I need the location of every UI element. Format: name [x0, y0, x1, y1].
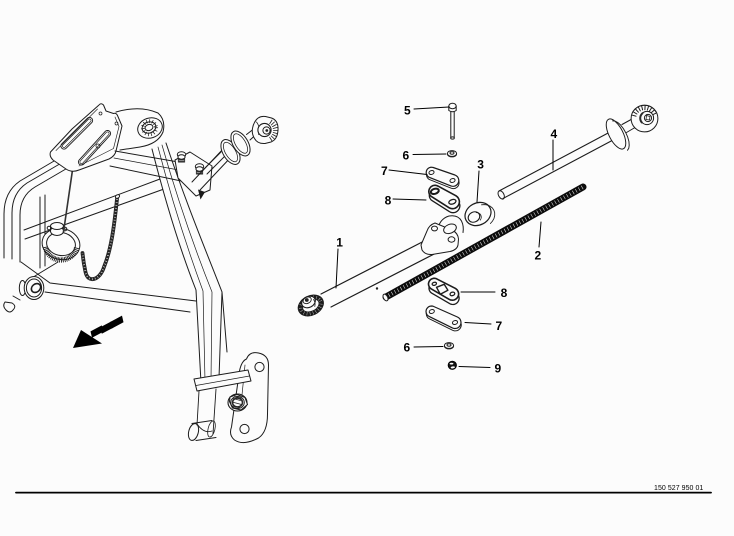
- svg-text:8: 8: [501, 286, 508, 300]
- svg-text:9: 9: [495, 362, 502, 376]
- svg-text:2: 2: [535, 249, 542, 263]
- svg-text:4: 4: [551, 127, 558, 141]
- svg-text:8: 8: [385, 193, 392, 207]
- svg-text:6: 6: [403, 149, 410, 163]
- svg-text:7: 7: [381, 164, 388, 178]
- svg-text:7: 7: [496, 319, 503, 333]
- svg-text:6: 6: [404, 341, 411, 355]
- svg-text:3: 3: [477, 157, 484, 171]
- svg-text:150 527 950 01: 150 527 950 01: [654, 485, 703, 492]
- svg-text:1: 1: [336, 235, 343, 249]
- svg-text:5: 5: [404, 104, 411, 118]
